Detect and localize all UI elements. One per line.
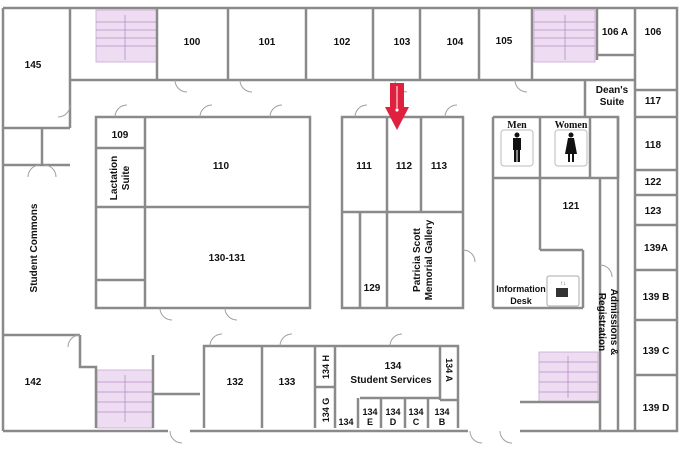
room-label: Student Services	[350, 375, 432, 386]
room-label: Information	[496, 284, 546, 294]
room-label: 122	[645, 177, 662, 188]
room-label: 112	[396, 161, 413, 172]
room-label: Lactation	[109, 156, 120, 200]
room-labels: 145 100 101 102 103 104 105 106 A 106 De…	[25, 27, 670, 427]
room-label: 100	[184, 37, 201, 48]
room-label: C	[413, 417, 420, 427]
you-are-here-arrow	[385, 83, 409, 130]
men-restroom-sign: Men	[500, 120, 534, 167]
room-label: Suite	[121, 165, 132, 190]
room-label: 106	[645, 27, 662, 38]
elevator-icon: ↑↓	[546, 275, 580, 307]
room-label: 111	[356, 161, 372, 172]
room-label: Admissions &	[608, 289, 619, 356]
stairs-northeast	[533, 9, 596, 63]
room-label: 101	[259, 37, 276, 48]
room-label: 109	[112, 130, 129, 141]
room-label: Student Commons	[29, 203, 40, 292]
room-label: 129	[364, 283, 381, 294]
stairs-southwest	[96, 369, 154, 429]
room-label: 142	[25, 377, 42, 388]
room-label: 102	[334, 37, 351, 48]
room-label: 113	[431, 161, 448, 172]
stairs-southeast	[538, 351, 599, 403]
room-label: Registration	[596, 293, 607, 351]
stairs-northwest	[95, 9, 158, 63]
room-label: Memorial Gallery	[424, 219, 435, 300]
room-label: 134 A	[444, 358, 454, 382]
room-label: 139 C	[643, 346, 670, 357]
room-label: 105	[496, 36, 513, 47]
room-label: D	[390, 417, 397, 427]
room-label: 134 G	[321, 398, 331, 423]
doors	[27, 79, 613, 444]
room-label: Desk	[510, 296, 533, 306]
room-label: ↑↓	[560, 281, 566, 287]
women-restroom-sign: Women	[554, 120, 588, 167]
room-label: 132	[227, 377, 244, 388]
room-label: 106 A	[602, 27, 628, 38]
room-label: 133	[279, 377, 296, 388]
room-label: 103	[394, 37, 411, 48]
room-label: 134 H	[321, 355, 331, 379]
room-label: 117	[645, 96, 662, 107]
room-label: 139 D	[643, 403, 670, 414]
room-label: Men	[507, 120, 527, 131]
room-label: 134	[362, 407, 377, 417]
room-label: 104	[447, 37, 464, 48]
room-label: 130-131	[209, 253, 246, 264]
room-label: 139 B	[643, 292, 670, 303]
room-label: Patricia Scott	[412, 227, 423, 292]
room-label: 118	[645, 140, 662, 151]
room-label: 134	[408, 407, 423, 417]
room-label: 145	[25, 60, 42, 71]
room-label: Women	[555, 120, 588, 131]
room-label: Suite	[600, 97, 625, 108]
room-label: E	[367, 417, 373, 427]
room-label: 134	[385, 407, 400, 417]
woman-icon	[565, 132, 577, 162]
man-icon	[513, 132, 521, 162]
room-label: 134	[338, 417, 353, 427]
room-label: 121	[563, 201, 580, 212]
room-label: 134	[434, 407, 449, 417]
room-label: 123	[645, 206, 662, 217]
room-label: Dean's	[596, 85, 629, 96]
room-label: 139A	[644, 243, 668, 254]
room-label: 110	[213, 161, 230, 172]
room-label: B	[439, 417, 446, 427]
room-label: 134	[385, 361, 402, 372]
